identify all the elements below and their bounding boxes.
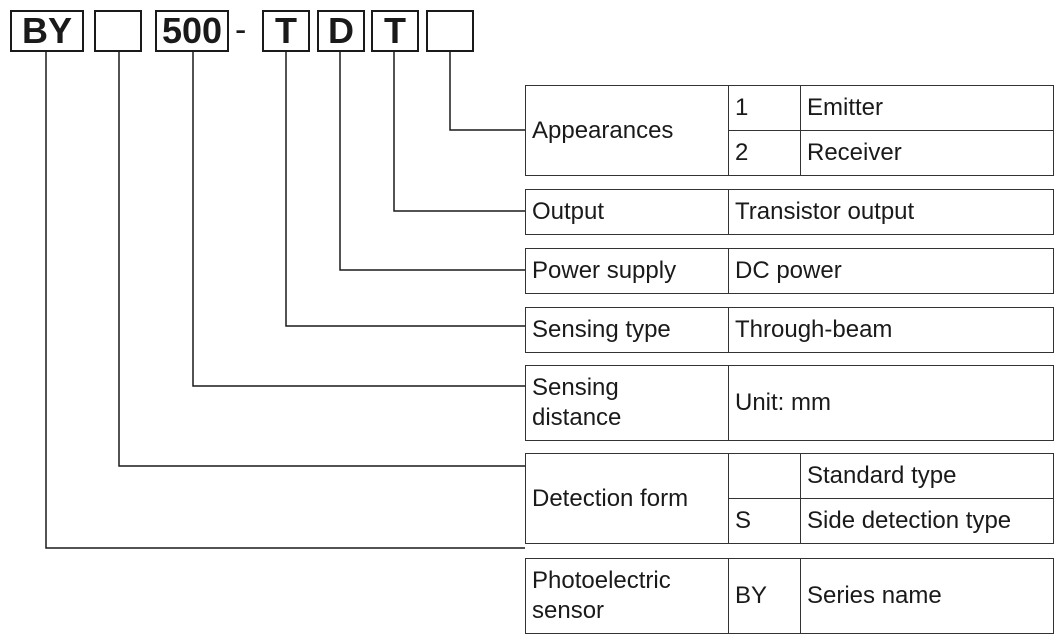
label-appearances: Appearances: [525, 85, 729, 176]
option-desc: Side detection type: [800, 498, 1054, 544]
code-box-sensing-type: T: [262, 10, 310, 52]
table-output: Output Transistor output: [525, 189, 1054, 235]
label-power-supply: Power supply: [525, 248, 729, 294]
connector-sensing-distance: [192, 52, 525, 387]
code-box-detection-form: [94, 10, 142, 52]
series-desc: Series name: [800, 558, 1054, 634]
value-output: Transistor output: [728, 189, 1054, 235]
label-line: Photoelectric: [532, 567, 671, 594]
table-series: Photoelectric sensor BY Series name: [525, 558, 1054, 634]
code-box-series: BY: [10, 10, 84, 52]
label-series: Photoelectric sensor: [525, 558, 729, 634]
code-box-output: T: [371, 10, 419, 52]
series-code: BY: [728, 558, 801, 634]
label-detection-form: Detection form: [525, 453, 729, 544]
connector-appearance: [449, 52, 525, 131]
label-line: Sensing: [532, 374, 619, 401]
code-box-appearance: [426, 10, 474, 52]
value-power-supply: DC power: [728, 248, 1054, 294]
label-output: Output: [525, 189, 729, 235]
connector-sensing-type: [285, 52, 525, 327]
code-box-power-supply: D: [317, 10, 365, 52]
table-sensing-type: Sensing type Through-beam: [525, 307, 1054, 353]
option-desc: Receiver: [800, 130, 1054, 176]
label-sensing-distance: Sensing distance: [525, 365, 729, 441]
option-code: 2: [728, 130, 801, 176]
connector-output: [393, 52, 525, 212]
connector-series: [45, 52, 525, 549]
table-detection-form: Detection form Standard type S Side dete…: [525, 453, 1054, 544]
value-sensing-distance: Unit: mm: [728, 365, 1054, 441]
option-desc: Emitter: [800, 85, 1054, 131]
code-box-distance: 500: [155, 10, 229, 52]
connector-detection-form: [118, 52, 525, 467]
option-code: [728, 453, 801, 499]
connector-power-supply: [339, 52, 525, 271]
option-code: S: [728, 498, 801, 544]
option-code: 1: [728, 85, 801, 131]
label-line: distance: [532, 404, 622, 431]
code-separator: -: [235, 11, 247, 49]
value-sensing-type: Through-beam: [728, 307, 1054, 353]
table-sensing-distance: Sensing distance Unit: mm: [525, 365, 1054, 441]
table-appearances: Appearances 1 Emitter 2 Receiver: [525, 85, 1054, 176]
label-sensing-type: Sensing type: [525, 307, 729, 353]
label-line: sensor: [532, 597, 605, 624]
table-power-supply: Power supply DC power: [525, 248, 1054, 294]
option-desc: Standard type: [800, 453, 1054, 499]
